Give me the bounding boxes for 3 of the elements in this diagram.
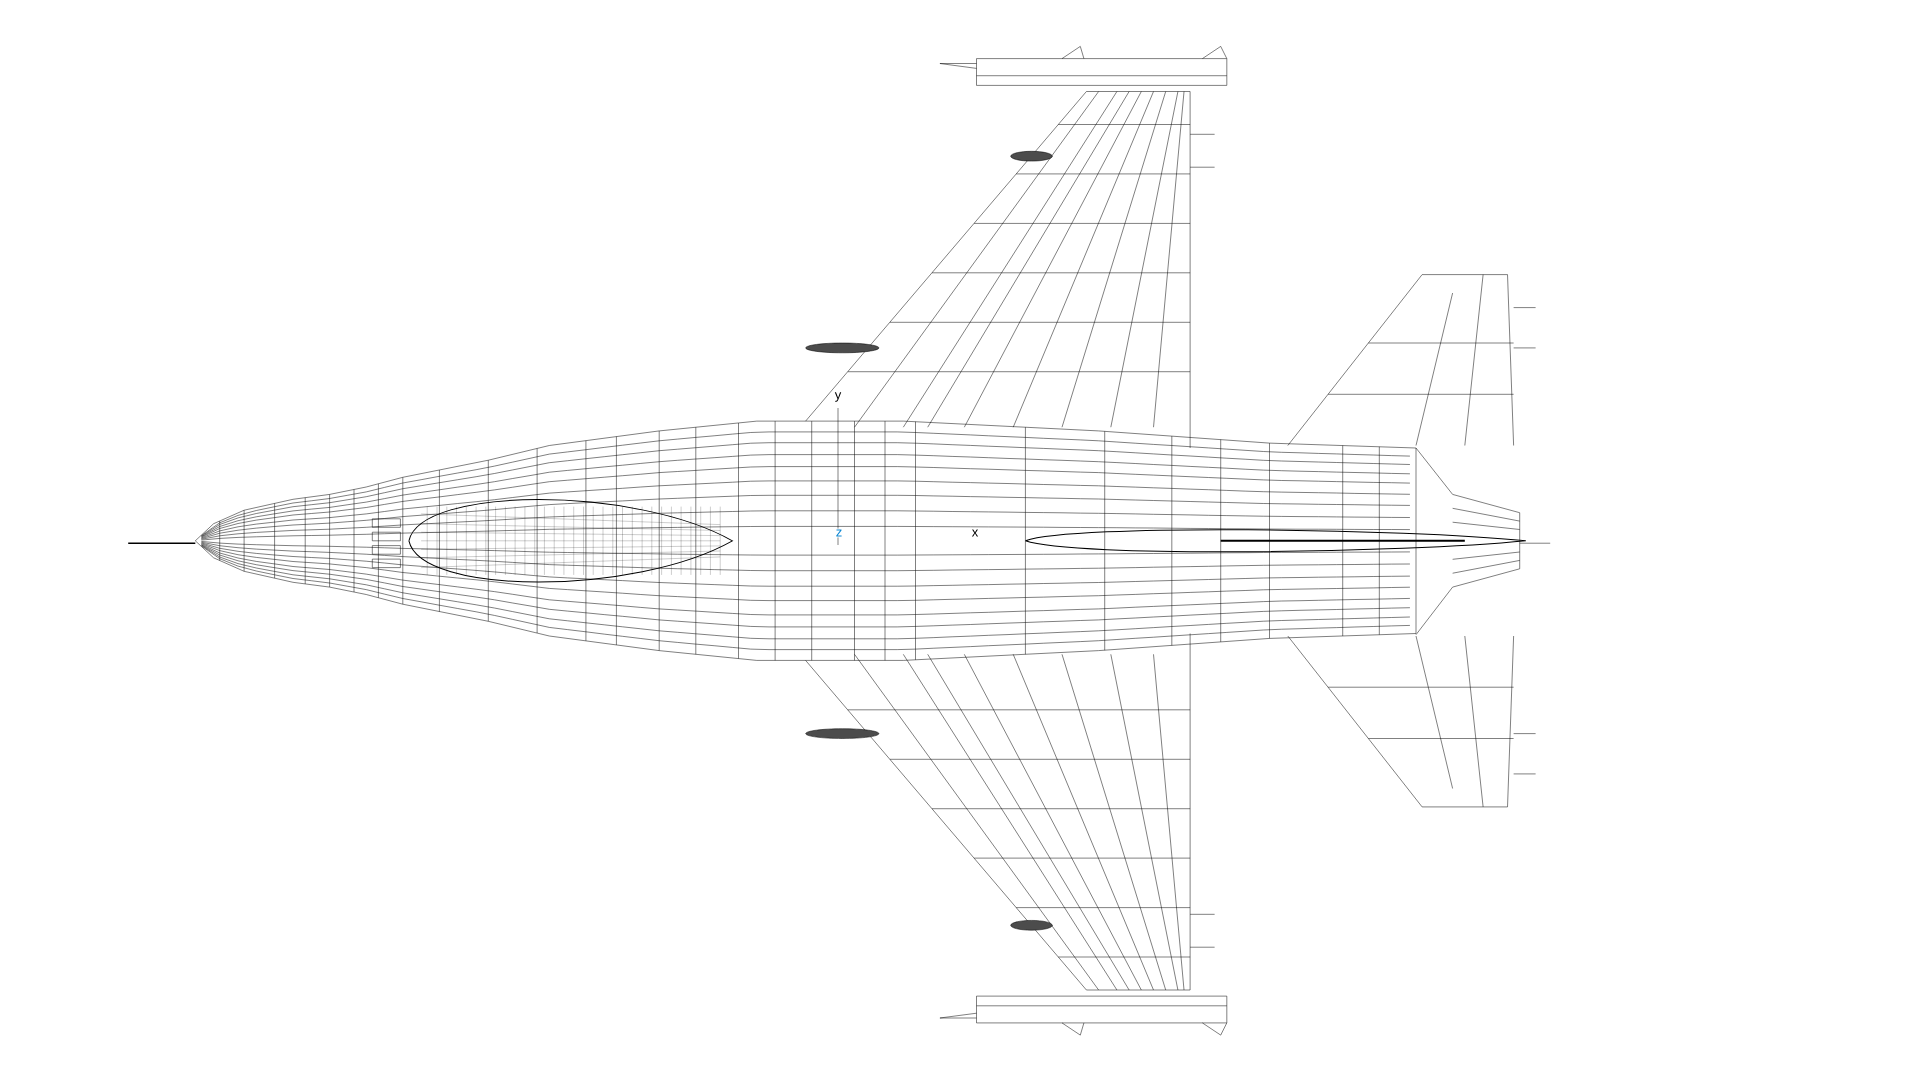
axis-label: x <box>970 528 980 538</box>
axis-label: z <box>834 528 844 538</box>
axis-label: y <box>833 391 843 403</box>
